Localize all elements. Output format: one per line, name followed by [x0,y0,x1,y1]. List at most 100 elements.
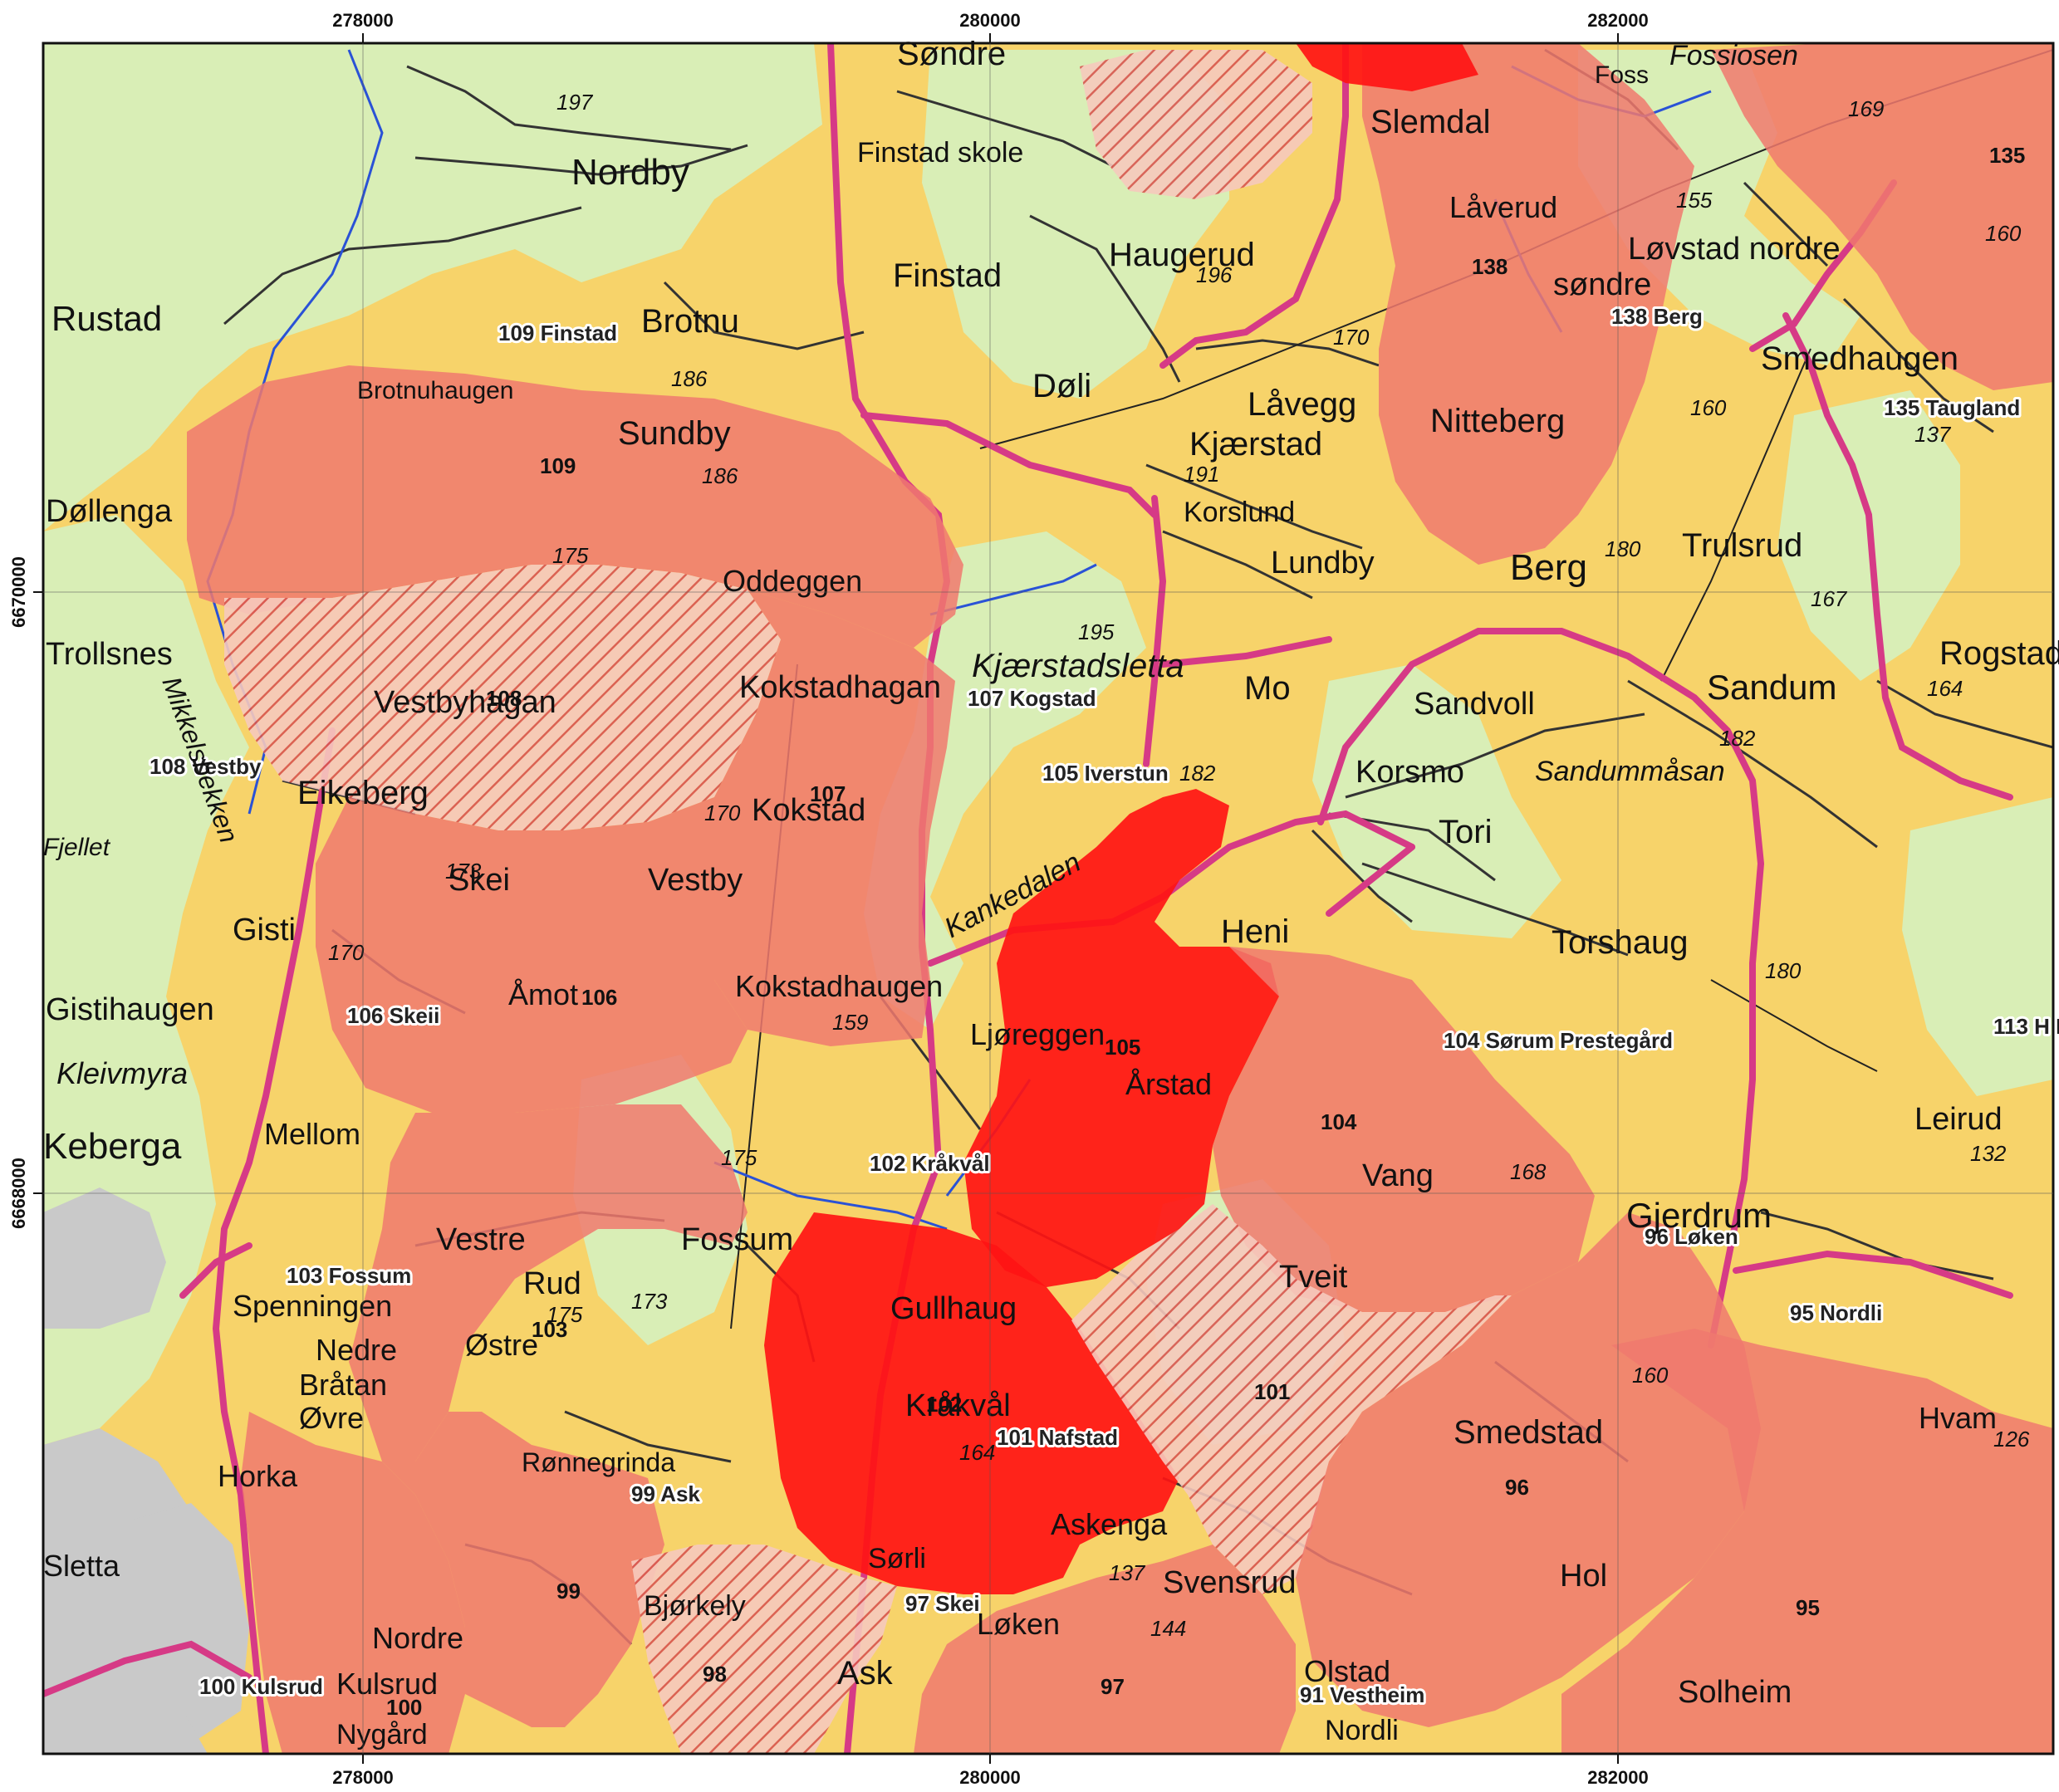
place-label: Korslund [1184,497,1295,528]
place-label: Sundby [618,415,731,452]
place-label: Tori [1439,814,1492,850]
zone-107[interactable] [714,590,955,1046]
place-label: Rønnegrinda [522,1447,675,1477]
grid-lines [43,43,2053,1754]
zone-id-108: 108 [486,686,522,711]
zone-109[interactable] [187,365,963,648]
zone-label: 104 Sørum Prestegård [1444,1028,1673,1053]
zone-95[interactable] [1561,1329,2053,1754]
zone-138[interactable] [1362,43,1694,565]
place-label: Finstad skole [857,137,1023,169]
elevation-label: 173 [631,1289,668,1314]
place-label: Askenga [1051,1507,1168,1541]
place-label: Olstad [1304,1654,1390,1688]
zone-label: 108 Vestby [150,754,262,779]
elevation-label: 175 [547,1302,583,1327]
zone-97[interactable] [914,1545,1296,1754]
elevation-label: 170 [704,801,741,825]
zone-100[interactable] [241,1412,465,1754]
zone-id-105: 105 [1105,1035,1140,1060]
place-label: Hol [1560,1559,1607,1594]
place-label: Nitteberg [1430,403,1565,439]
elevation-label: 168 [1510,1159,1547,1184]
elevation-label: 191 [1184,462,1219,487]
zone-label: 97 Skei [905,1591,980,1616]
zone-101[interactable] [1071,1204,1512,1594]
place-label: Sandvoll [1414,687,1535,722]
zone-strong-north[interactable] [1296,43,1478,91]
place-label: Bjørkely [644,1590,746,1622]
place-label: Kokstadhagan [739,670,941,705]
elevation-label: 180 [1765,958,1802,983]
place-label: Brotnuhaugen [357,377,514,404]
place-label: Mellom [264,1117,360,1151]
zone-id-99: 99 [556,1579,581,1603]
place-label: Årstad [1125,1067,1212,1101]
place-label: Haugerud [1109,237,1255,273]
urban-areas [43,1187,249,1754]
zone-105[interactable] [963,789,1279,1287]
zone-id-107: 107 [810,781,846,806]
zone-id-101: 101 [1254,1379,1290,1404]
elevation-label: 195 [1078,619,1115,644]
place-label: Kokstadhaugen [735,969,943,1003]
place-label: Bråtan [299,1368,387,1402]
place-label: Vestbyhagan [374,685,556,720]
zone-104[interactable] [1213,947,1595,1312]
place-label: Berg [1510,547,1587,588]
zone-106[interactable] [316,797,748,1113]
zone-id-103: 103 [532,1317,567,1342]
place-label: Finstad [893,257,1002,294]
place-label: Gistihaugen [46,992,214,1027]
place-label: Nygård [336,1719,428,1750]
elevation-label: 197 [556,90,594,115]
zone-label: 91 Vestheim [1300,1682,1424,1707]
basemap [43,43,2053,1754]
zones[interactable] [187,43,2053,1754]
place-label: Gjerdrum [1626,1196,1772,1235]
zone-label: 113 H N [1993,1014,2059,1039]
zone-id-104: 104 [1321,1109,1357,1134]
zone-98[interactable] [631,1545,897,1754]
place-label: Nordby [571,152,689,193]
elevation-label: 167 [1811,586,1848,611]
zone-hatched-north[interactable] [1080,50,1312,199]
y-tick-left: 6670000 [8,556,29,628]
place-label: Gullhaug [890,1291,1017,1326]
place-label: Hvam [1919,1401,1997,1435]
zone-id-106: 106 [581,985,617,1010]
zone-135[interactable] [1711,43,2053,390]
place-label: Solheim [1678,1675,1792,1710]
place-label: Spenningen [233,1289,392,1323]
zone-id-96: 96 [1505,1475,1529,1500]
zone-label: 101 Nafstad [997,1425,1118,1450]
place-label: Skei [449,863,510,898]
zone-102[interactable] [764,1212,1179,1594]
elevation-label: 159 [832,1010,868,1035]
zone-99[interactable] [382,1412,664,1727]
x-tick-top: 280000 [959,10,1020,31]
zone-label: 107 Kogstad [968,686,1096,711]
place-label: Østre [465,1328,538,1362]
elevation-label: 132 [1970,1141,2007,1166]
elevation-label: 164 [959,1440,995,1465]
zone-id-100: 100 [386,1695,422,1720]
place-label: Nedre [316,1333,397,1367]
zone-label: 102 Kråkvål [870,1151,990,1176]
place-label: Kokstad [752,793,865,828]
elevation-label: 144 [1150,1616,1186,1641]
zone-label: 106 Skeii [347,1003,439,1028]
place-label: Kjærstad [1189,426,1322,463]
place-label: Slemdal [1370,104,1491,140]
place-label: Øvre [299,1401,364,1435]
place-label: Vestre [436,1222,526,1257]
place-label: Brotnu [641,303,739,340]
place-label: Vestby [648,863,743,898]
place-label: Vang [1362,1158,1434,1193]
place-label: Leirud [1914,1102,2003,1137]
place-label: Gisti [233,913,296,947]
place-label: Smedstad [1454,1414,1603,1451]
elevation-label: 182 [1719,726,1756,751]
elevation-label: 137 [1914,422,1952,447]
